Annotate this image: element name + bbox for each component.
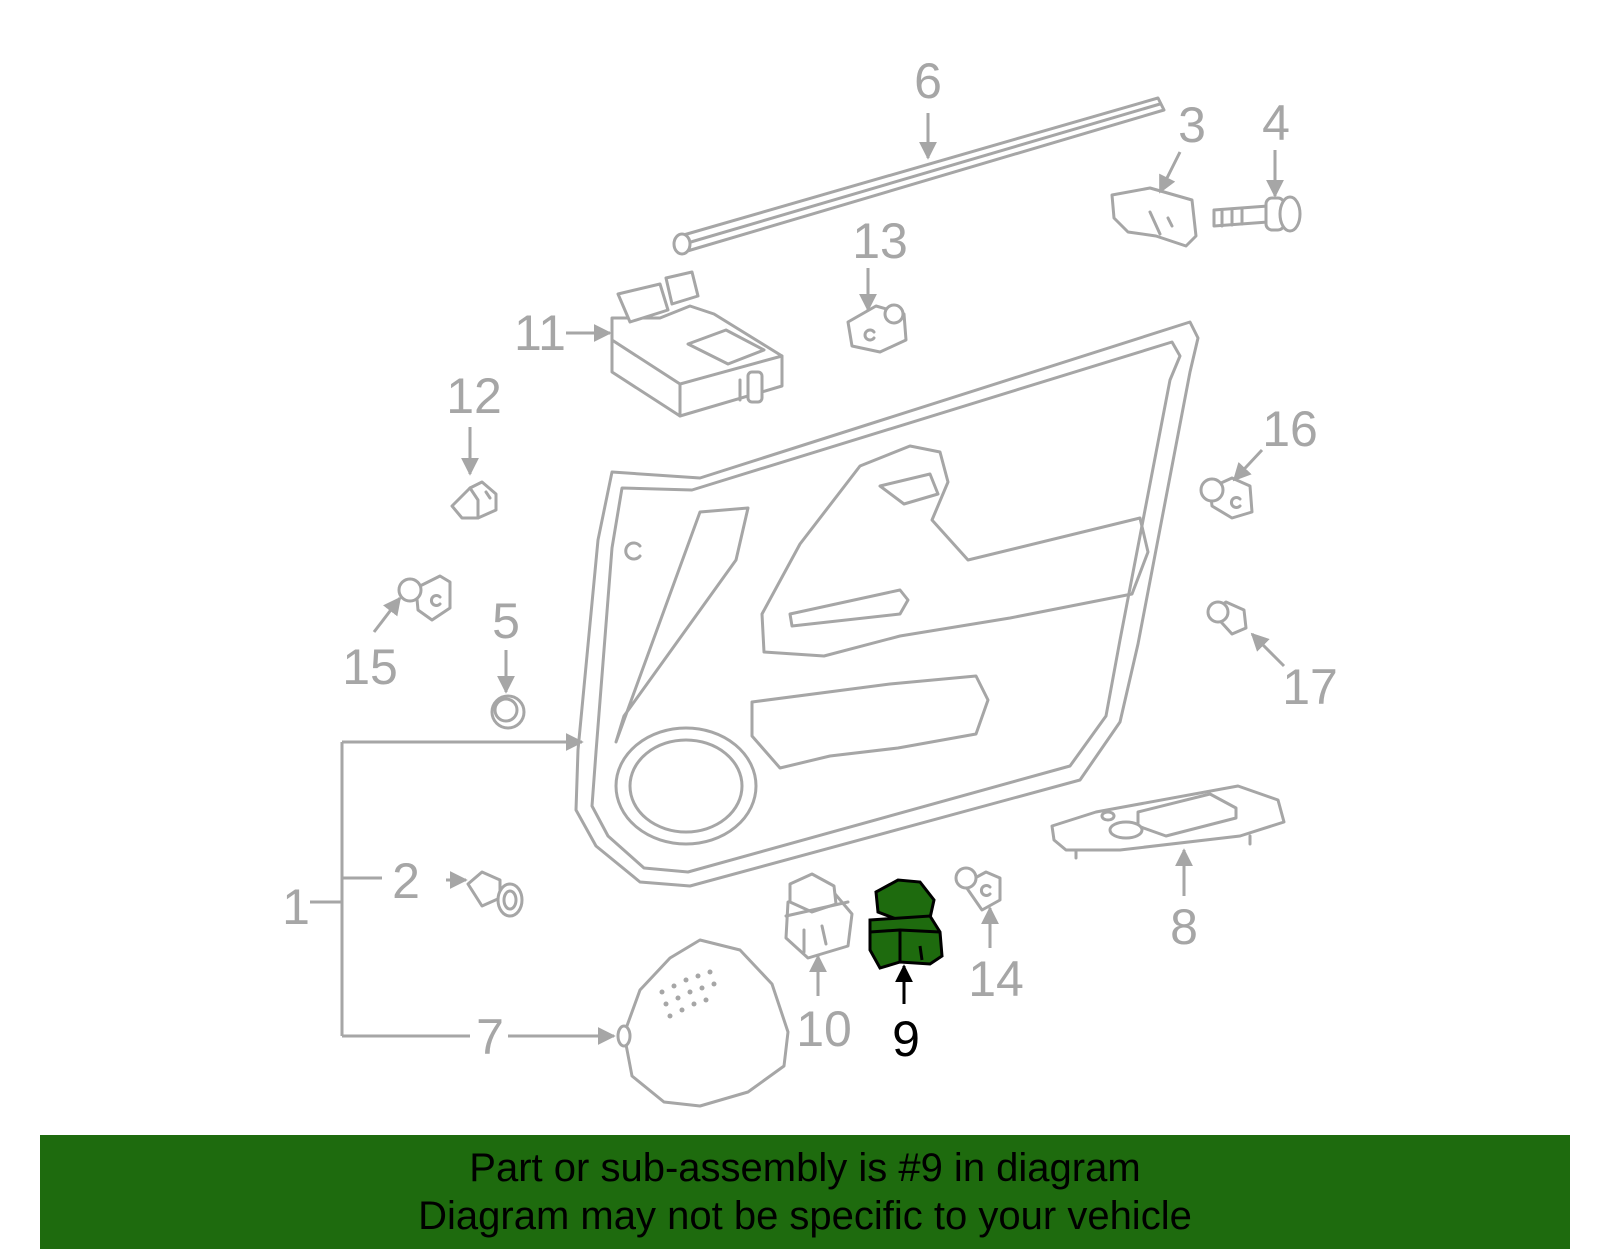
part-9-power-window-switch[interactable]	[868, 878, 944, 970]
part-13-clip	[846, 303, 908, 354]
callout-1: 1	[282, 879, 310, 935]
part-7-speaker	[616, 938, 790, 1108]
callout-11: 11	[514, 305, 566, 361]
part-6-belt-moulding	[672, 96, 1166, 256]
part-17-clip	[1206, 600, 1248, 636]
part-10-switch	[784, 872, 854, 960]
banner-line-1: Part or sub-assembly is #9 in diagram	[469, 1146, 1141, 1190]
part-11-master-switch	[610, 270, 784, 418]
part-5-plug	[490, 694, 526, 730]
callout-2: 2	[392, 853, 420, 909]
callout-12: 12	[446, 368, 502, 424]
part-2-clip	[466, 870, 524, 918]
callout-6: 6	[914, 53, 942, 109]
part-1-door-trim-panel	[574, 320, 1200, 888]
callout-5: 5	[492, 593, 520, 649]
callout-9: 9	[892, 1011, 920, 1067]
part-8-switch-base	[1050, 784, 1286, 860]
leader-lines	[310, 113, 1286, 1045]
callout-13: 13	[852, 213, 908, 269]
callout-labels: 6 3 4 13 11 12 16 5 15 17 2 1 8 14 10 7 …	[282, 53, 1338, 1067]
callout-8: 8	[1170, 899, 1198, 955]
callout-3: 3	[1178, 97, 1206, 153]
callout-4: 4	[1262, 95, 1290, 151]
part-14-clip	[954, 866, 1002, 912]
callout-7: 7	[476, 1009, 504, 1065]
info-banner: Part or sub-assembly is #9 in diagram Di…	[40, 1135, 1570, 1249]
part-4-screw	[1212, 195, 1302, 233]
part-12-bracket	[450, 480, 498, 520]
callout-14: 14	[968, 951, 1024, 1007]
callout-16: 16	[1262, 401, 1318, 457]
part-15-clip	[397, 574, 452, 622]
part-3-clip	[1110, 186, 1198, 248]
callout-10: 10	[796, 1001, 852, 1057]
callout-17: 17	[1282, 659, 1338, 715]
banner-line-2: Diagram may not be specific to your vehi…	[418, 1194, 1192, 1238]
callout-15: 15	[342, 639, 398, 695]
part-16-clip	[1199, 476, 1254, 520]
